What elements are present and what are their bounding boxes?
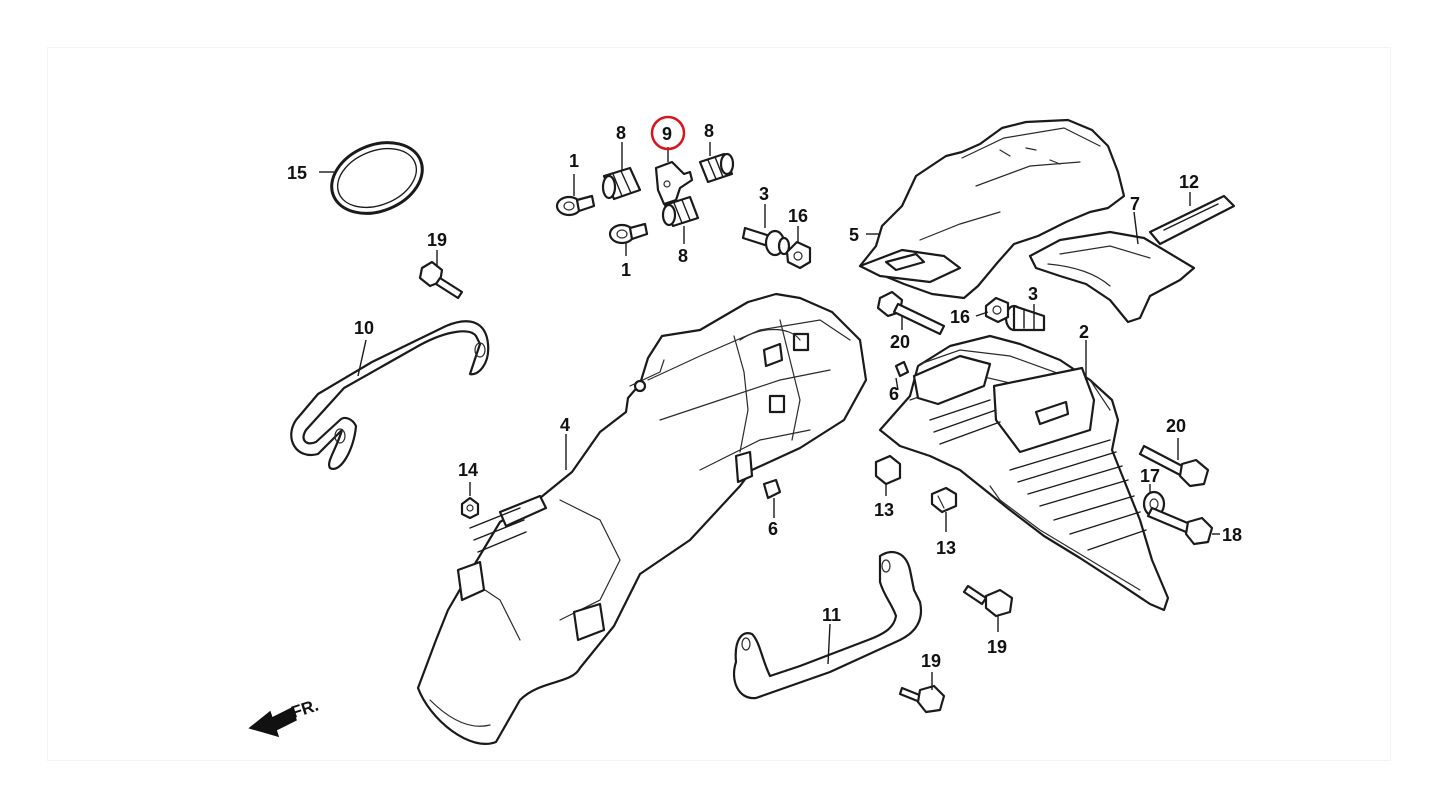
callout-8: 8 <box>678 246 688 266</box>
part-20-bolt-upper[interactable] <box>876 290 946 336</box>
direction-label: FR. <box>289 696 321 723</box>
callout-9: 9 <box>662 124 672 144</box>
highlight-circle <box>650 115 686 151</box>
part-1-collar-lower[interactable] <box>608 222 649 245</box>
part-13-clip-b[interactable] <box>930 486 958 514</box>
callout-1: 1 <box>621 260 631 280</box>
part-11-grab-rail[interactable] <box>732 551 923 700</box>
callout-2: 2 <box>1079 322 1089 342</box>
callout-12: 12 <box>1179 172 1199 192</box>
part-4-inner-fender[interactable] <box>416 292 868 745</box>
callout-16: 16 <box>788 206 808 226</box>
part-1-collar-upper[interactable] <box>555 194 596 217</box>
callout-10: 10 <box>354 318 374 338</box>
callout-13: 13 <box>936 538 956 558</box>
part-13-clip-a[interactable] <box>874 454 902 486</box>
callout-13: 13 <box>874 500 894 520</box>
part-19-bolt-a[interactable] <box>418 260 464 300</box>
part-5-fender-cover[interactable] <box>858 118 1126 300</box>
callout-3: 3 <box>1028 284 1038 304</box>
callout-1: 1 <box>569 151 579 171</box>
part-19-bolt-c[interactable] <box>898 684 946 714</box>
callout-20: 20 <box>1166 416 1186 436</box>
callout-14: 14 <box>458 460 478 480</box>
part-16-nut-upper[interactable] <box>785 240 812 270</box>
parts-diagram-canvas: FR. 15 1 1 8 9 8 8 3 16 19 10 4 14 6 13 … <box>48 48 1390 760</box>
part-12-plate[interactable] <box>1148 194 1236 246</box>
callout-18: 18 <box>1222 525 1242 545</box>
part-3-bolt-upper[interactable] <box>741 226 791 257</box>
callout-4: 4 <box>560 415 570 435</box>
part-8-bushing-right[interactable] <box>698 152 735 184</box>
front-direction-arrow: FR. <box>248 696 321 738</box>
part-3-bolt-lower[interactable] <box>1004 304 1046 332</box>
callout-8: 8 <box>704 121 714 141</box>
leader-lines <box>319 142 1220 690</box>
callout-7: 7 <box>1130 194 1140 214</box>
part-10-grab-rail[interactable] <box>290 320 490 470</box>
part-16-nut-lower[interactable] <box>984 296 1010 324</box>
callout-16: 16 <box>950 307 970 327</box>
callout-6: 6 <box>768 519 778 539</box>
callout-3: 3 <box>759 184 769 204</box>
callout-19: 19 <box>921 651 941 671</box>
part-8-bushing-left[interactable] <box>601 166 642 201</box>
callout-numbers: 15 1 1 8 9 8 8 3 16 19 10 4 14 6 13 13 5… <box>287 121 1242 671</box>
part-18-bolt[interactable] <box>1146 506 1214 546</box>
part-15-ring[interactable] <box>321 130 433 226</box>
part-8-bushing-lower[interactable] <box>661 195 700 228</box>
callout-17: 17 <box>1140 466 1160 486</box>
part-6-grommet-left[interactable] <box>762 478 782 500</box>
part-6-grommet-right[interactable] <box>894 360 910 378</box>
callout-20: 20 <box>890 332 910 352</box>
part-2-rear-fender[interactable] <box>878 334 1170 612</box>
callout-8: 8 <box>616 123 626 143</box>
callout-6: 6 <box>889 384 899 404</box>
callout-5: 5 <box>849 225 859 245</box>
callout-19: 19 <box>427 230 447 250</box>
callout-11: 11 <box>822 605 841 625</box>
callout-15: 15 <box>287 163 307 183</box>
part-19-bolt-b[interactable] <box>962 584 1014 618</box>
part-20-bolt-lower[interactable] <box>1138 444 1210 488</box>
part-14-nut[interactable] <box>460 496 480 520</box>
part-9-bracket[interactable] <box>654 160 694 206</box>
callout-19: 19 <box>987 637 1007 657</box>
part-7-flap[interactable] <box>1028 230 1196 324</box>
